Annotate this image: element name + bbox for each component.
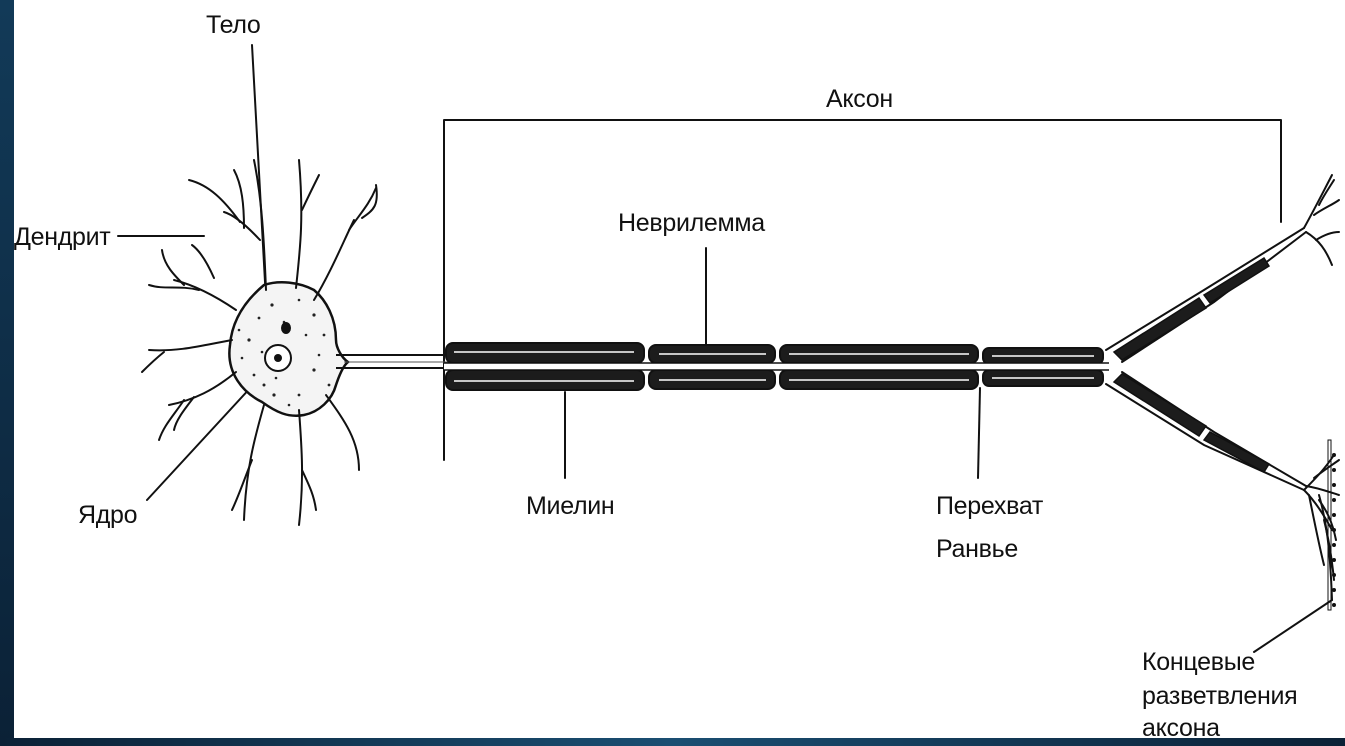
neuron-diagram: Тело Аксон Дендрит Неврилемма Ядро Миели…: [14, 0, 1345, 738]
label-body: Тело: [206, 10, 261, 40]
terminal-branches: [1304, 175, 1339, 600]
label-terminals-line3: аксона: [1142, 713, 1220, 738]
slide-frame-bottom: [0, 738, 1345, 746]
label-dendrite: Дендрит: [14, 222, 110, 252]
label-axon: Аксон: [826, 84, 893, 114]
nucleolus-dark: [281, 322, 291, 334]
leader-node: [978, 388, 980, 478]
label-myelin: Миелин: [526, 491, 614, 521]
slide-frame-left: [0, 0, 14, 746]
axon-branches: [1106, 228, 1306, 490]
label-terminals-line1: Концевые: [1142, 647, 1255, 677]
label-terminals-line2: разветвления: [1142, 681, 1297, 711]
label-neurilemma: Неврилемма: [618, 208, 765, 238]
neuron-drawing: [14, 0, 1345, 738]
branch-myelin: [1114, 258, 1269, 472]
label-nucleus: Ядро: [78, 500, 137, 530]
label-node-line1: Перехват: [936, 491, 1043, 521]
label-node-line2: Ранвье: [936, 534, 1018, 564]
leader-terminals: [1254, 600, 1332, 652]
